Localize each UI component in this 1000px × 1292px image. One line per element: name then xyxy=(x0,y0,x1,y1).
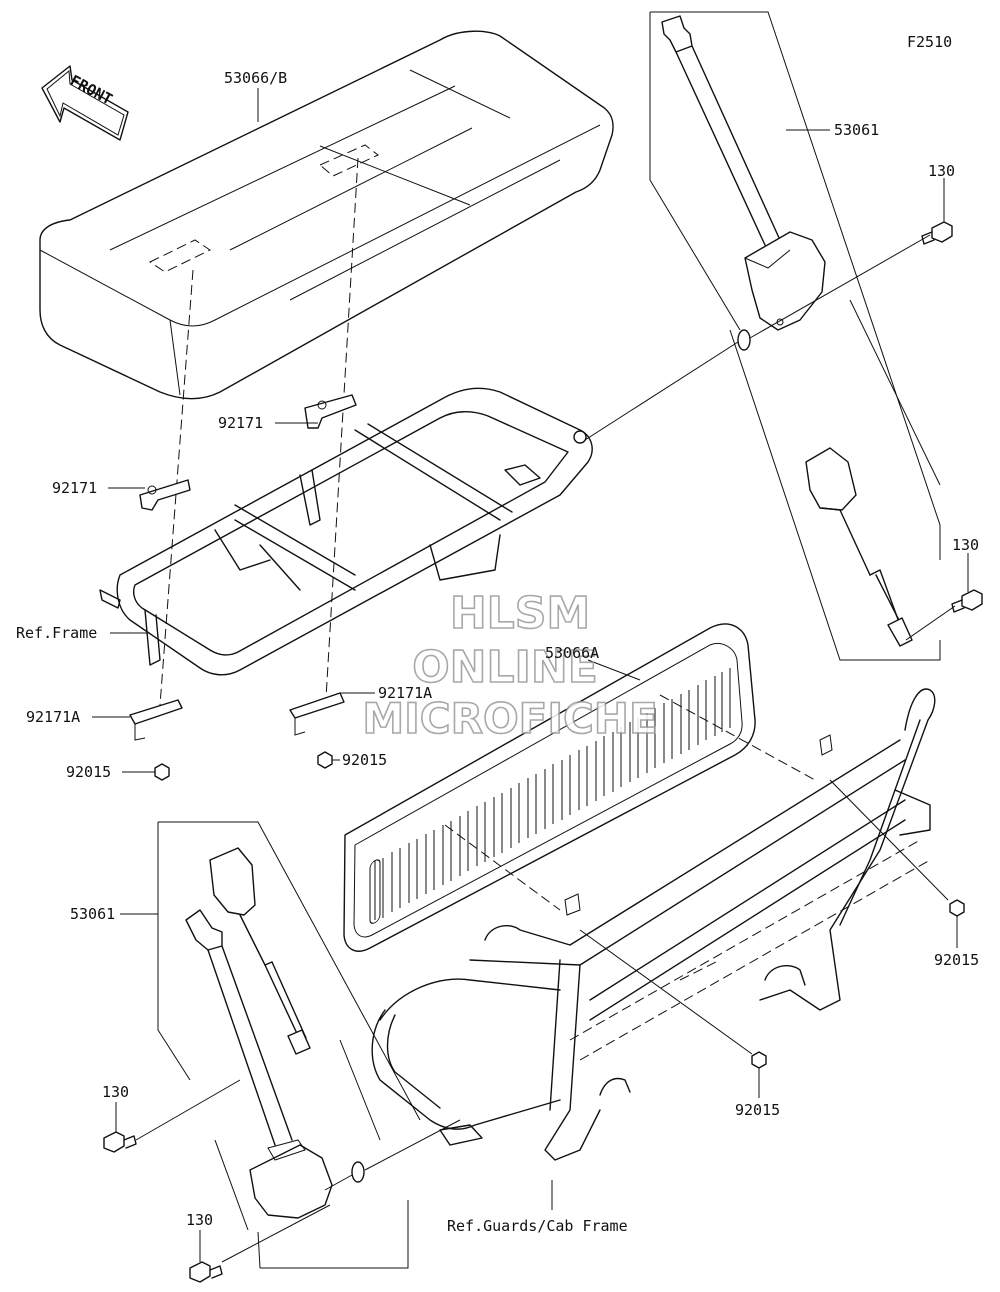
label-ref-frame: Ref.Frame xyxy=(16,624,97,642)
front-arrow-icon: FRONT xyxy=(41,65,129,141)
watermark-line3: MICROFICHE xyxy=(362,694,657,743)
label-bracket-left: 92171 xyxy=(52,479,97,497)
label-seat-upper: 53066/B xyxy=(224,69,287,87)
leader-washer-lower xyxy=(364,1119,461,1171)
seat-back xyxy=(343,623,756,952)
watermark: HLSM ONLINE MICROFICHE xyxy=(362,587,659,744)
seatbelt-upper-right xyxy=(649,11,941,560)
label-seatbelt-left: 53061 xyxy=(70,905,115,923)
label-nut-right: 92015 xyxy=(934,951,979,969)
label-bolt-left-lower: 130 xyxy=(186,1211,213,1229)
label-nut-center: 92015 xyxy=(342,751,387,769)
bolt-left-lower-icon xyxy=(189,1261,223,1283)
mount-line-center xyxy=(325,157,359,699)
bolt-mid-right-icon xyxy=(951,589,983,613)
nut-left-icon xyxy=(154,763,170,781)
label-seatbelt-right: 53061 xyxy=(834,121,879,139)
diagram-code: F2510 xyxy=(907,33,952,51)
label-bolt-left-upper: 130 xyxy=(102,1083,129,1101)
watermark-line1: HLSM xyxy=(450,588,590,639)
label-nut-left: 92015 xyxy=(66,763,111,781)
bracket-lower-center xyxy=(289,692,345,736)
leader-seat-back xyxy=(587,659,641,681)
bracket-left xyxy=(139,479,191,511)
seatbelt-lower-left xyxy=(157,821,421,1269)
label-ref-guards: Ref.Guards/Cab Frame xyxy=(447,1217,628,1235)
label-seat-back: 53066A xyxy=(545,644,599,662)
seat-cushion-upper xyxy=(39,30,614,400)
leader-belt-lower xyxy=(324,1174,353,1191)
label-bracket-upper: 92171 xyxy=(218,414,263,432)
label-bolt-upper-right: 130 xyxy=(928,162,955,180)
bracket-lower-left xyxy=(129,699,183,741)
leader-bolt-mid xyxy=(905,605,956,641)
bolt-upper-right-icon xyxy=(921,221,953,245)
seat-frame xyxy=(99,387,593,676)
leader-bolt-left-upper xyxy=(135,1079,241,1141)
leader-bolt-upper xyxy=(749,234,931,339)
leader-washer xyxy=(584,341,739,441)
label-bracket-lower-center: 92171A xyxy=(378,684,432,702)
leader-bolt-left-lower xyxy=(221,1204,331,1263)
bracket-upper xyxy=(304,394,357,429)
washer-lower xyxy=(351,1161,365,1183)
seatbelt-buckle-right xyxy=(729,299,941,661)
nut-center-icon xyxy=(317,751,333,769)
watermark-line2: ONLINE xyxy=(412,642,598,693)
label-bracket-lower-left: 92171A xyxy=(26,708,80,726)
nut-right-icon xyxy=(949,899,965,917)
nut-bottom-icon xyxy=(751,1051,767,1069)
mount-line-back-left xyxy=(444,824,561,911)
leader-nut-bottom xyxy=(579,929,753,1055)
leader-nut-right xyxy=(829,779,949,901)
label-bolt-mid-right: 130 xyxy=(952,536,979,554)
cab-frame xyxy=(371,688,936,1161)
washer xyxy=(737,329,751,351)
bolt-left-upper-icon xyxy=(103,1131,137,1153)
label-nut-bottom: 92015 xyxy=(735,1101,780,1119)
